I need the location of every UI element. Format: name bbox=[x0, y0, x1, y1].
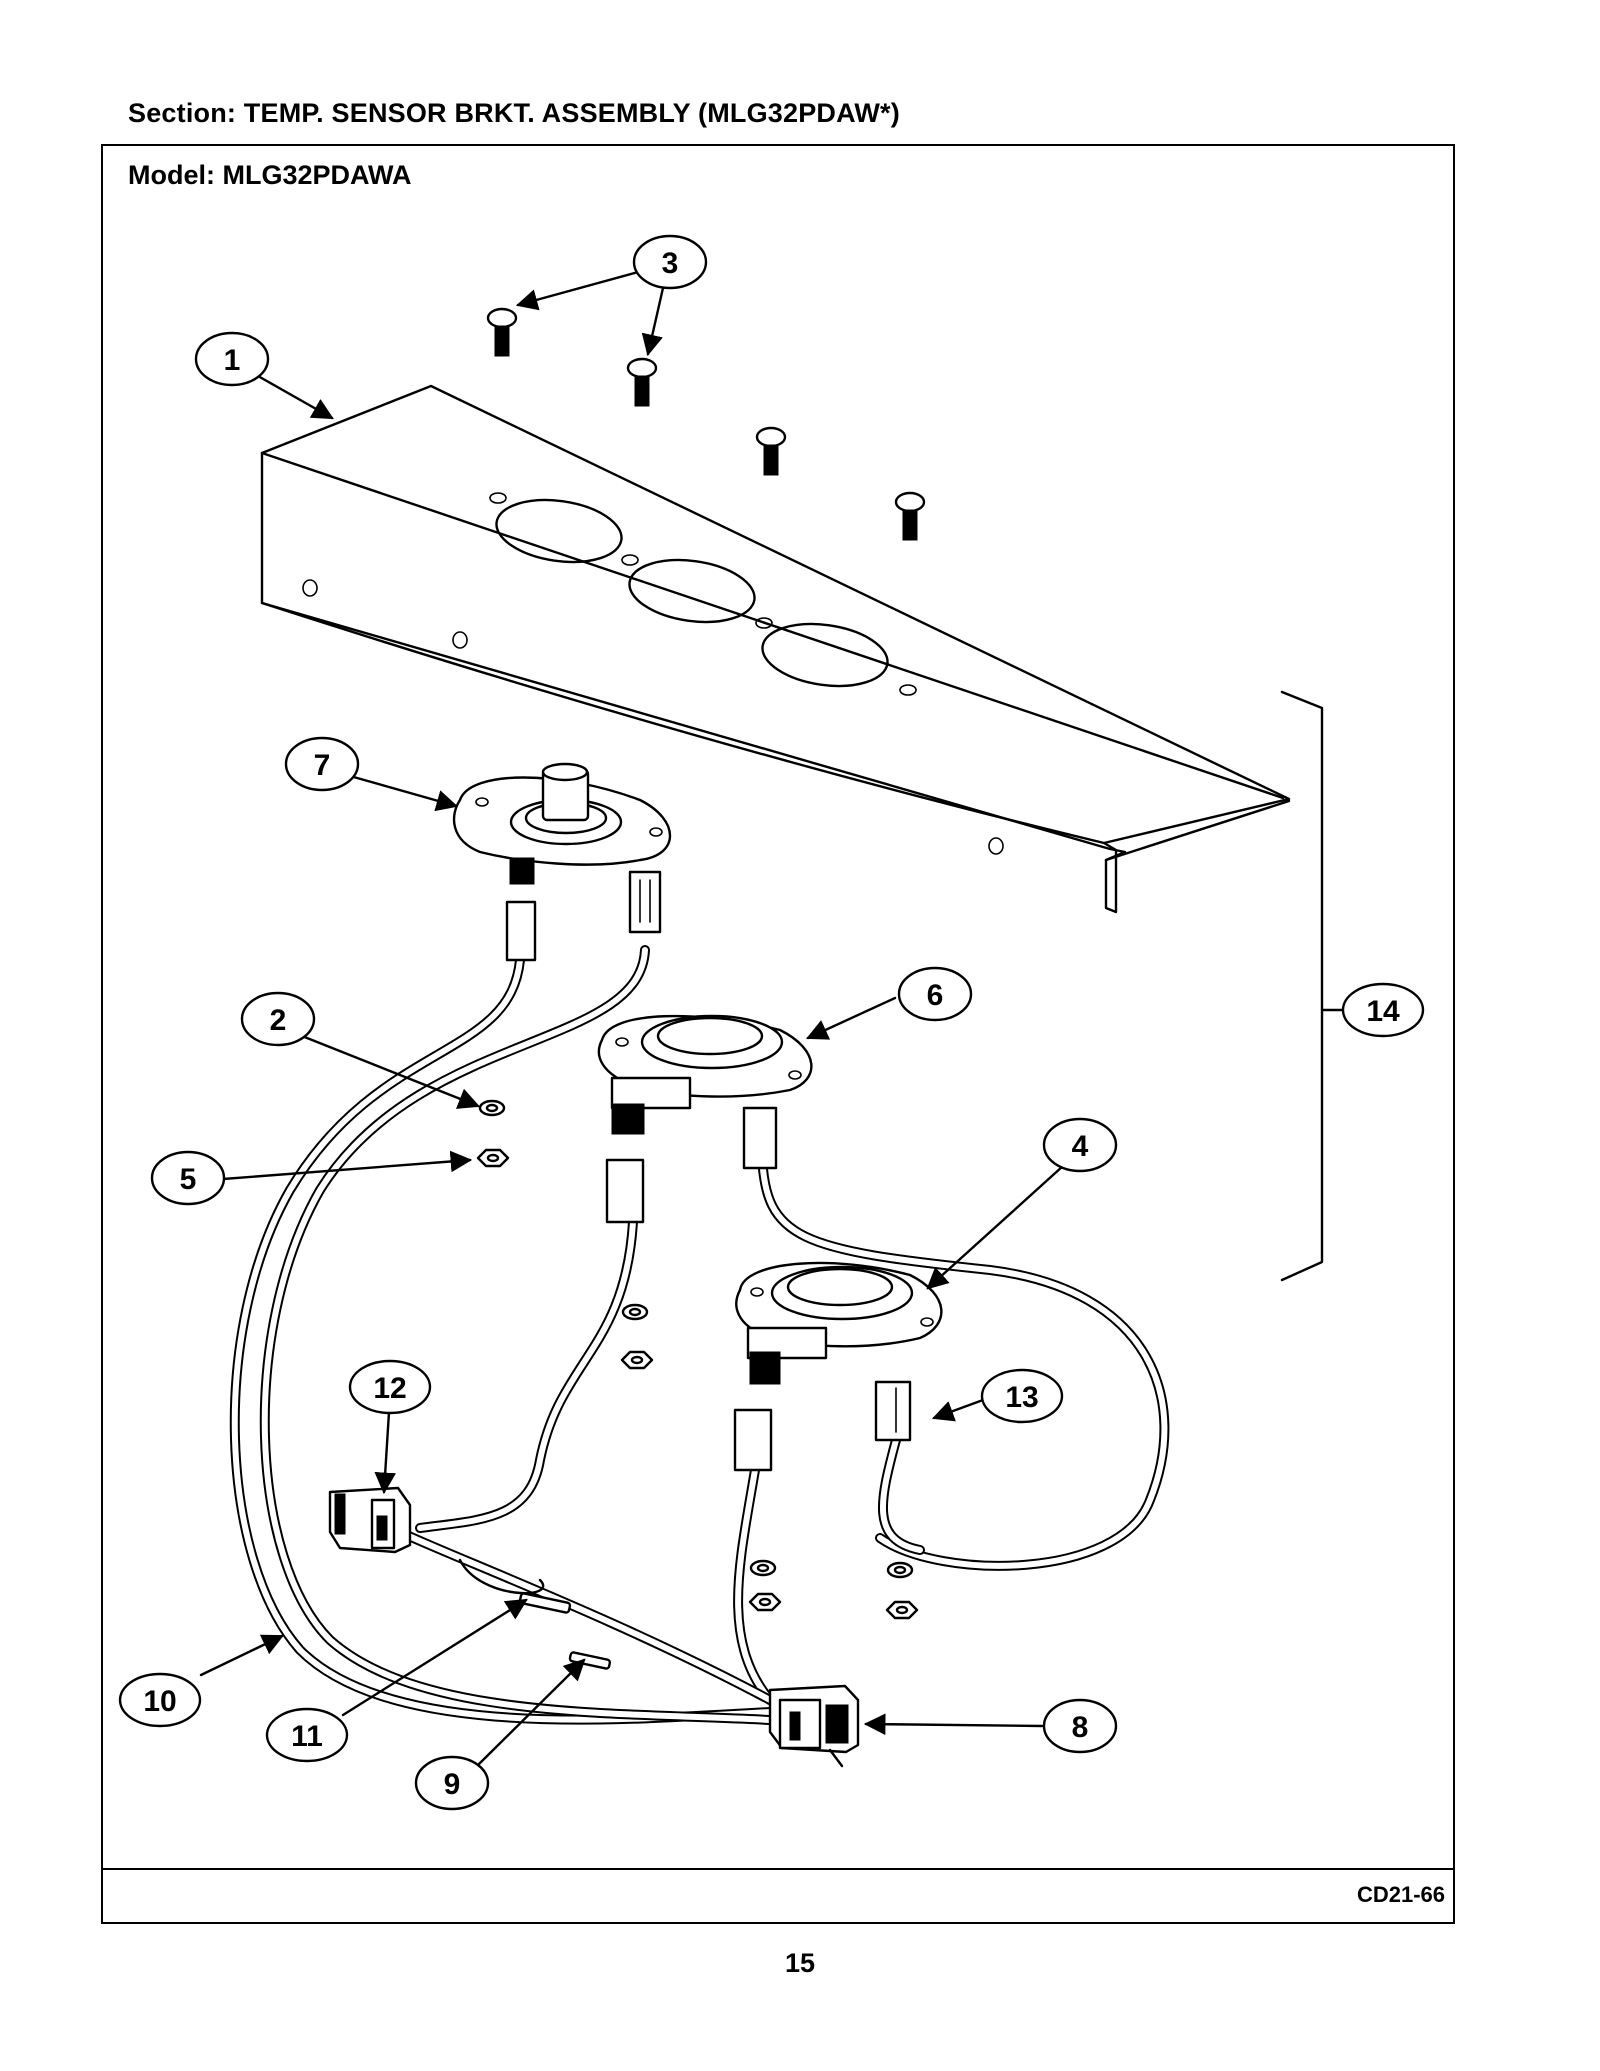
callout-10: 10 bbox=[118, 1672, 202, 1728]
terminal-parts bbox=[518, 1592, 612, 1670]
svg-text:7: 7 bbox=[314, 749, 331, 782]
thermostat-part-4 bbox=[733, 1261, 943, 1472]
callout-9: 9 bbox=[414, 1755, 490, 1811]
page-number: 15 bbox=[784, 1948, 816, 1978]
model-title: Model: MLG32PDAWA bbox=[128, 160, 412, 190]
svg-text:8: 8 bbox=[1072, 1711, 1089, 1744]
callout-13: 13 bbox=[980, 1368, 1064, 1424]
svg-text:6: 6 bbox=[927, 979, 944, 1012]
sensor-bracket-part bbox=[260, 384, 1291, 914]
drawing-code: CD21-66 bbox=[1356, 1882, 1445, 1907]
svg-text:4: 4 bbox=[1072, 1130, 1089, 1163]
leader-lines bbox=[199, 269, 1065, 1767]
svg-text:11: 11 bbox=[291, 1720, 323, 1753]
diagram-frame bbox=[101, 144, 1455, 1924]
svg-text:2: 2 bbox=[270, 1004, 287, 1037]
svg-text:1: 1 bbox=[224, 344, 241, 377]
callout-11: 11 bbox=[265, 1707, 349, 1763]
svg-text:10: 10 bbox=[143, 1685, 176, 1718]
callout-6: 6 bbox=[897, 966, 973, 1022]
svg-text:5: 5 bbox=[180, 1163, 197, 1196]
svg-text:13: 13 bbox=[1005, 1381, 1038, 1414]
section-title: Section: TEMP. SENSOR BRKT. ASSEMBLY (ML… bbox=[128, 98, 900, 128]
connector-part-8 bbox=[768, 1684, 860, 1768]
callout-8: 8 bbox=[1042, 1698, 1118, 1754]
callout-5: 5 bbox=[150, 1150, 226, 1206]
callout-4: 4 bbox=[1042, 1117, 1118, 1173]
washer-nut-part bbox=[476, 1099, 919, 1620]
svg-text:12: 12 bbox=[373, 1372, 406, 1405]
wire-harness-part bbox=[229, 945, 1170, 1725]
callout-2: 2 bbox=[240, 991, 316, 1047]
screw-part bbox=[486, 307, 926, 541]
callout-7: 7 bbox=[284, 736, 360, 792]
svg-text:9: 9 bbox=[444, 1768, 461, 1801]
callout-1: 1 bbox=[194, 331, 270, 387]
connector-part-12 bbox=[328, 1486, 412, 1554]
footer-divider bbox=[101, 1868, 1455, 1870]
callout-3: 3 bbox=[632, 234, 708, 290]
assembly-brace bbox=[1280, 690, 1324, 1282]
callout-12: 12 bbox=[348, 1359, 432, 1415]
thermostat-part-6 bbox=[597, 1014, 813, 1224]
svg-text:14: 14 bbox=[1366, 995, 1400, 1028]
thermostat-part-7 bbox=[452, 762, 671, 962]
svg-text:3: 3 bbox=[662, 247, 679, 280]
callout-14: 14 bbox=[1341, 982, 1425, 1038]
